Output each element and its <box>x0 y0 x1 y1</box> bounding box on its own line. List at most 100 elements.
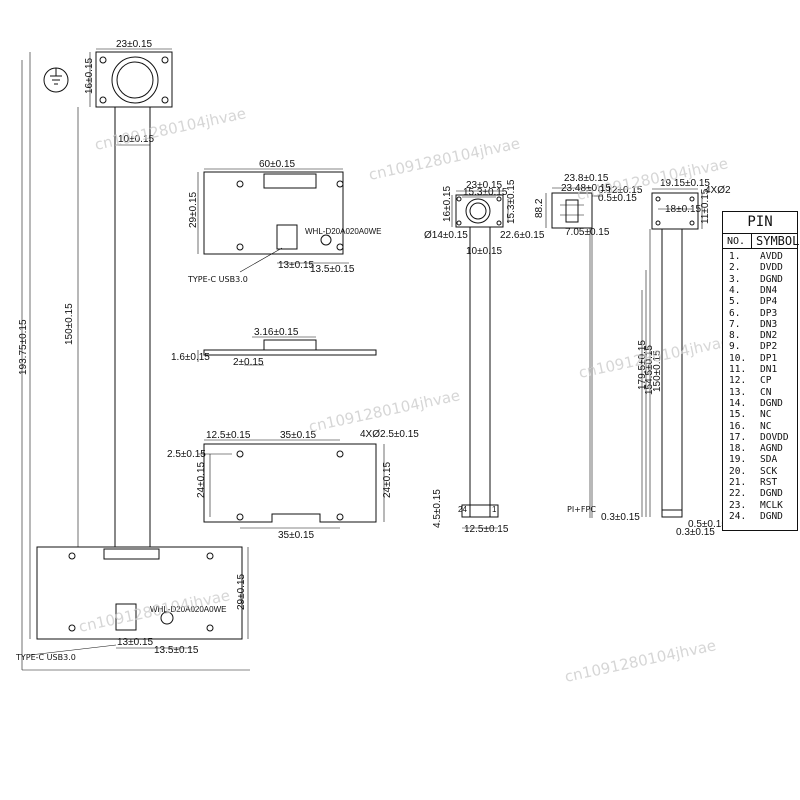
dim-front-inner: 15.3±0.15 <box>463 187 508 198</box>
board-top-usb-port <box>276 224 298 250</box>
pin-number: 16. <box>729 420 747 432</box>
dim-front-height: 16±0.15 <box>442 185 453 222</box>
pin-number: 18. <box>729 443 747 455</box>
pin-number: 8. <box>729 330 741 342</box>
pin-row: 7.DN3 <box>723 319 797 330</box>
dim-back-holes: 4XØ2 <box>705 185 731 196</box>
pin-row: 2. DVDD <box>723 262 797 273</box>
pin-number: 5. <box>729 296 741 308</box>
pin-number: 2. <box>729 262 741 274</box>
dim-back-tail-b: 0.3±0.15 <box>676 527 715 538</box>
dim-side-f: 7.05±0.15 <box>565 227 610 238</box>
camera-front-view: 23±0.15 15.3±0.15 16±0.15 15.3±0.15 Ø14±… <box>424 179 545 535</box>
pin-symbol: AVDD <box>760 251 783 262</box>
pin-symbol: DVDD <box>760 262 783 274</box>
pin-row: 1. AVDD <box>723 251 797 262</box>
pin-symbol: SDA <box>760 454 778 466</box>
pin-row: 12.CP <box>723 375 797 386</box>
pin-symbol: DP3 <box>760 307 778 319</box>
pin-number: 21. <box>729 477 747 488</box>
pin-number: 14. <box>729 397 747 409</box>
pin-row: 3.DGND <box>723 274 797 285</box>
dim-top-height: 29±0.15 <box>188 191 199 228</box>
camera-side-outline <box>551 192 593 229</box>
pin-symbol: MCLK <box>760 499 783 511</box>
pin-number: 24. <box>729 510 747 522</box>
dim-board-height: 29±0.15 <box>236 573 247 610</box>
board-side-pcb <box>203 349 377 356</box>
dim-hole-offset: 12.5±0.15 <box>206 430 251 441</box>
pin-row: 17.DOVDD <box>723 432 797 443</box>
pin-col-symbol-header: SYMBOL <box>756 234 800 248</box>
dim-top-width: 60±0.15 <box>259 159 296 170</box>
pin-number: 17. <box>729 431 747 443</box>
pin-number: 6. <box>729 307 741 319</box>
dim-top-port-a: 13±0.15 <box>278 260 315 271</box>
dim-front-tail-w: 12.5±0.15 <box>464 524 509 535</box>
pin-number: 11. <box>729 364 747 375</box>
top-port-label: TYPE-C USB3.0 <box>187 275 248 284</box>
pin-row: 14. DGND <box>723 398 797 409</box>
pin-24-label: 24 <box>458 505 467 514</box>
pin-symbol: NC <box>760 420 772 432</box>
dim-bottom-height-left: 24±0.15 <box>196 461 207 498</box>
fpc-label: PI+FPC <box>567 505 596 514</box>
pin-symbol: DN2 <box>760 330 778 342</box>
pin-symbol: DP4 <box>760 296 778 308</box>
pin-symbol: DGND <box>760 397 783 409</box>
camera-front-tail <box>461 504 499 518</box>
board-marking: WHL-D20A020A0WE <box>150 605 226 614</box>
dim-back-h: 11±0.15 <box>700 188 711 224</box>
pin-row: 13.CN <box>723 387 797 398</box>
dim-back-len-a: 179.5±0.15 <box>637 340 648 390</box>
pin-row: 8. DN2 <box>723 330 797 341</box>
dim-front-cable: 10±0.15 <box>466 246 503 257</box>
pin-table-title: PIN <box>723 212 797 234</box>
pin-row: 5. DP4 <box>723 296 797 307</box>
dim-back-len-b: 154.5±0.15 <box>644 345 655 395</box>
dim-front-lens: Ø14±0.15 <box>424 230 468 241</box>
camera-side-view: 23.8±0.15 23.48±0.15 0.12±0.15 0.5±0.15 … <box>534 173 643 523</box>
dim-port-a: 13±0.15 <box>117 637 154 648</box>
lens-outer-icon <box>111 56 159 104</box>
dim-head-height: 16±0.15 <box>84 57 95 94</box>
pin-number: 12. <box>729 375 747 387</box>
pin-1-label: 1 <box>492 505 497 514</box>
pin-symbol: DN3 <box>760 318 778 330</box>
dim-side-connector: 3.16±0.15 <box>254 327 299 338</box>
left-module-view: 23±0.15 16±0.15 10±0.15 150±0.15 193.75±… <box>15 39 250 671</box>
pin-row: 6. DP3 <box>723 308 797 319</box>
pin-number: 23. <box>729 499 747 511</box>
camera-head-outline <box>95 51 173 108</box>
watermark: cn1091280104jhvae <box>93 104 248 154</box>
pin-row: 22. DGND <box>723 488 797 499</box>
pin-symbol: DN1 <box>760 364 778 375</box>
pin-row: 16. NC <box>723 421 797 432</box>
pin-row: 20.SCK <box>723 466 797 477</box>
pin-row: 11. DN1 <box>723 364 797 375</box>
dim-front-lens-offset: 22.6±0.15 <box>500 230 545 241</box>
dim-hole-spacing: 35±0.15 <box>280 430 317 441</box>
pin-symbol: DP2 <box>760 341 778 353</box>
pin-symbol: DGND <box>760 510 783 522</box>
pin-symbol: DN4 <box>760 284 778 296</box>
board-top-outline <box>203 171 344 255</box>
watermark: cn1091280104jhvae <box>563 636 718 686</box>
pin-row: 18.AGND <box>723 443 797 454</box>
dim-bottom-height-right: 24±0.15 <box>382 461 393 498</box>
dim-side-g: 0.3±0.15 <box>601 512 640 523</box>
dim-cable-width: 10±0.15 <box>118 134 155 145</box>
pin-number: 22. <box>729 488 747 500</box>
dim-back-tail-a: 0.5±0.15 <box>688 519 727 530</box>
pin-symbol: DGND <box>760 273 783 285</box>
pin-symbol: DGND <box>760 488 783 500</box>
pin-symbol: SCK <box>760 465 778 477</box>
pin-row: 9.DP2 <box>723 341 797 352</box>
interface-board <box>36 546 243 640</box>
dim-hole-edge: 2.5±0.15 <box>167 449 206 460</box>
pin-row: 15.NC <box>723 409 797 420</box>
dim-front-tail-h: 4.5±0.15 <box>432 489 443 528</box>
pin-number: 1. <box>729 251 741 262</box>
